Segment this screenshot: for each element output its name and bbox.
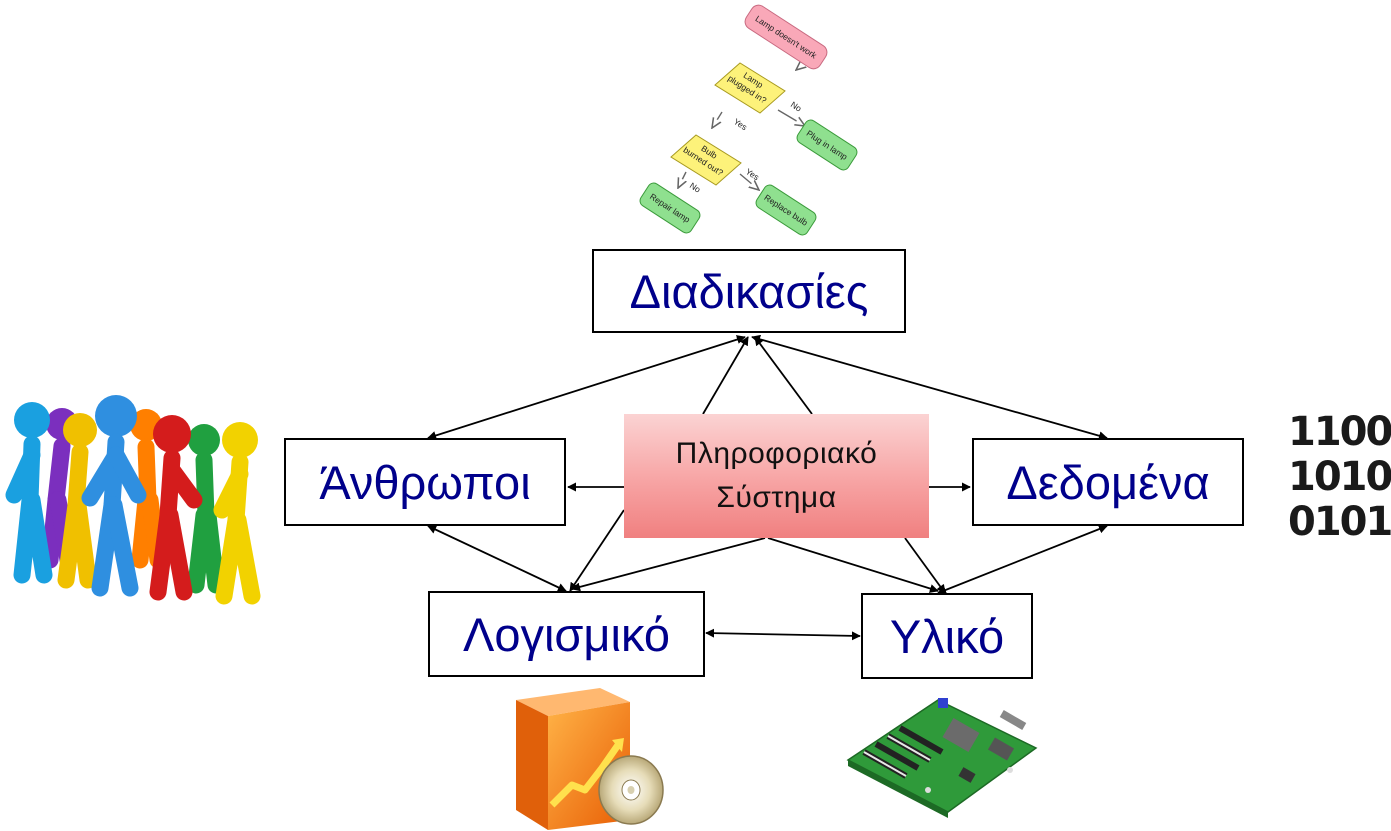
flow-q2-no-label: No [688, 180, 703, 194]
node-people: Άνθρωποι [284, 438, 566, 526]
binary-row: 1010 [1288, 454, 1391, 500]
person-figure [187, 424, 225, 594]
binary-data-icon: 1100 1010 0101 [1288, 410, 1391, 545]
arrow-center-procedures-right [754, 336, 813, 415]
arrow-center-hardware-b [904, 537, 946, 594]
node-hardware: Υλικό [861, 593, 1033, 679]
person-figure [5, 402, 53, 584]
node-procedures-label: Διαδικασίες [629, 264, 869, 318]
center-label-line1: Πληροφοριακό [675, 437, 878, 470]
arrow-center-software-b [571, 537, 766, 592]
arrow-center-hardware-a [767, 537, 939, 593]
person-figure [149, 415, 203, 601]
people-crowd-icon [5, 395, 261, 606]
person-figure [213, 422, 261, 605]
arrow-center-procedures-left [702, 336, 749, 415]
flowchart-icon: Lamp doesn't work Lamp plugged in? No Ye… [639, 4, 858, 236]
node-hardware-label: Υλικό [889, 609, 1005, 663]
center-information-system: Πληροφοριακό Σύστημα [624, 414, 929, 538]
flow-action-replace: Replace bulb [755, 184, 817, 236]
arrow-procedures-data [751, 334, 1108, 441]
arrow-data-hardware [937, 524, 1108, 595]
node-procedures: Διαδικασίες [592, 249, 906, 333]
arrow-procedures-people [427, 335, 746, 440]
flow-decision-bulb: Bulb burned out? [670, 134, 742, 186]
flow-q1-yes-label: Yes [732, 116, 749, 132]
cd-disc [598, 755, 664, 825]
flow-start-node: Lamp doesn't work [744, 4, 828, 70]
arrow-software-hardware [705, 628, 861, 641]
flow-decision-plugged: Lamp plugged in? [714, 62, 786, 114]
node-software: Λογισμικό [428, 591, 705, 677]
motherboard-icon [846, 698, 1038, 818]
binary-row: 0101 [1288, 499, 1391, 545]
node-software-label: Λογισμικό [462, 607, 671, 661]
node-data-label: Δεδομένα [1006, 455, 1210, 509]
node-people-label: Άνθρωποι [319, 455, 531, 509]
node-data: Δεδομένα [972, 438, 1244, 526]
arrow-people-software [427, 525, 567, 592]
binary-row: 1100 [1288, 409, 1391, 455]
person-figure [81, 395, 147, 597]
arrow-center-software-a [569, 509, 625, 592]
software-box-icon [516, 688, 664, 830]
person-figure [57, 413, 97, 589]
center-label-line2: Σύστημα [716, 481, 837, 514]
flow-action-plug: Plug in lamp [796, 119, 858, 171]
connector-arrows [427, 334, 1108, 641]
flow-q1-no-label: No [789, 99, 804, 113]
